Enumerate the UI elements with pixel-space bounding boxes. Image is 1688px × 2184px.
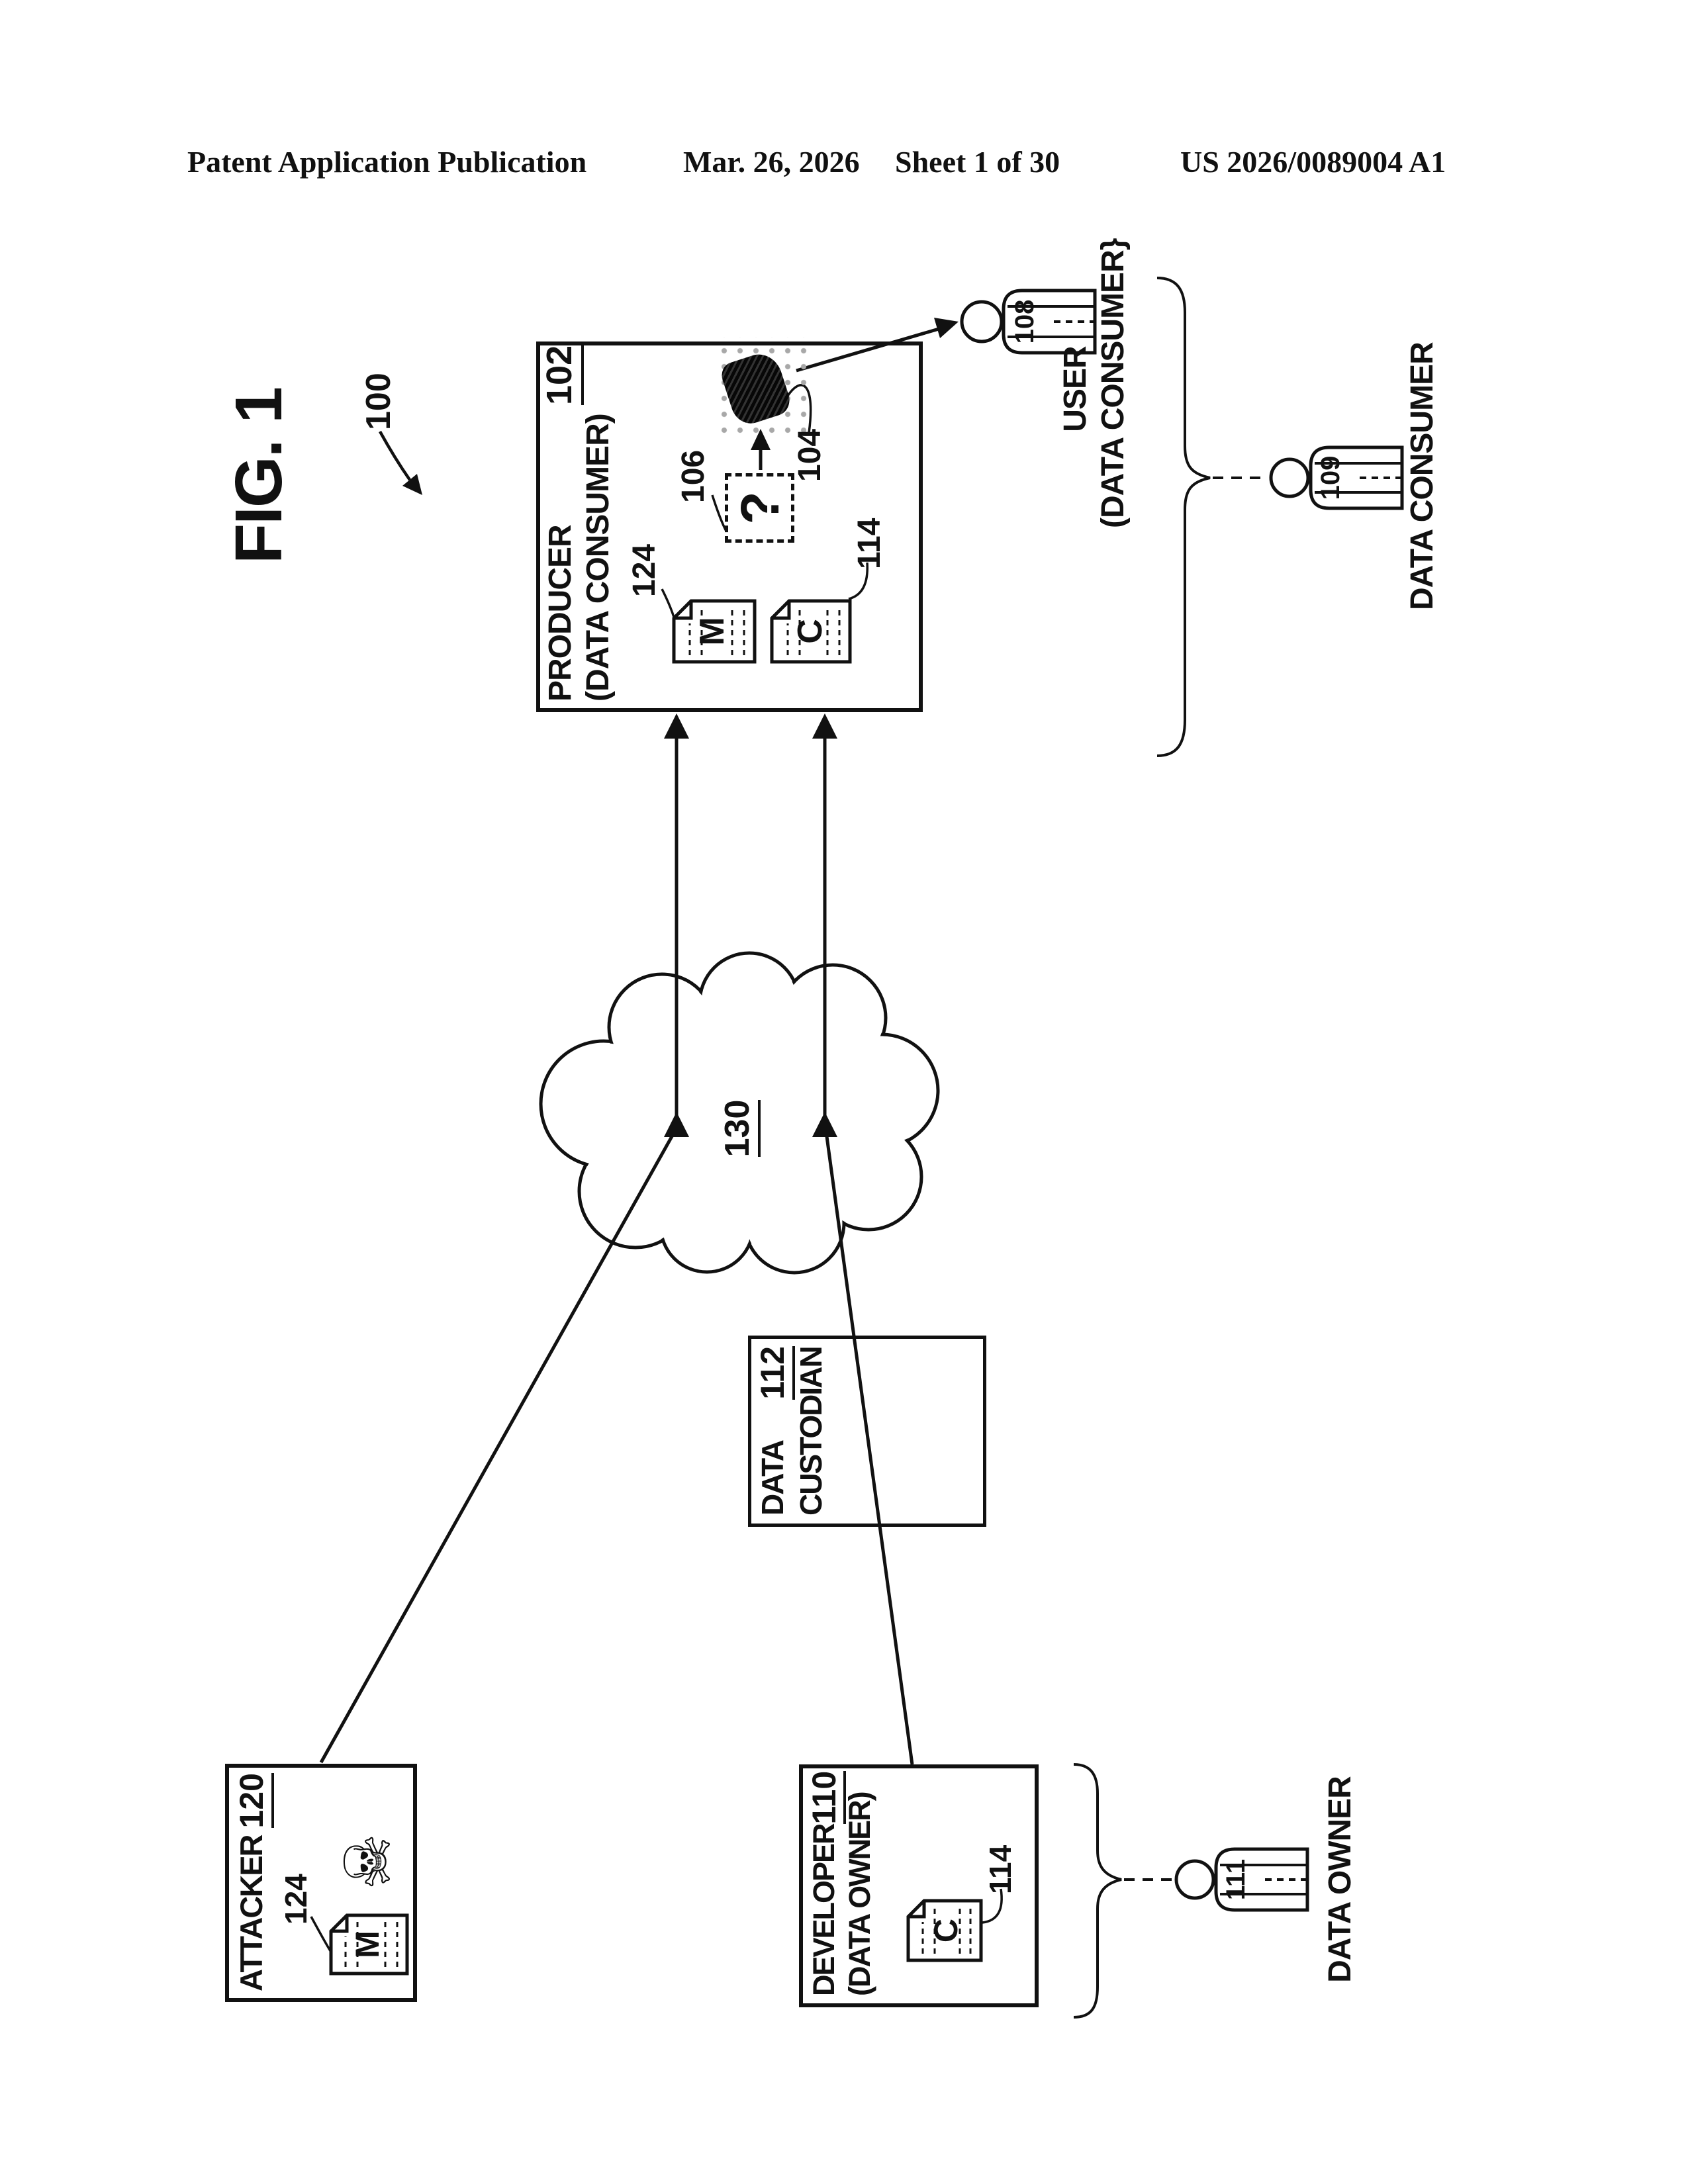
code-document-icon-developer	[906, 1899, 983, 1962]
ref-124-producer: 124	[627, 543, 662, 597]
figure-artwork	[310, 277, 1404, 2019]
data-owner-label: DATA OWNER	[1323, 1776, 1358, 1983]
custodian-title-row: DATA 112	[754, 1346, 795, 1516]
code-doc-letter-producer: C	[791, 619, 829, 644]
arrowhead-icon	[664, 1112, 689, 1137]
user-group-brace	[1156, 277, 1211, 757]
developer-to-cloud-line	[824, 1131, 914, 1765]
developer-group-brace	[1073, 1763, 1122, 2019]
user-person-icon	[960, 289, 1097, 355]
arrowhead-icon	[812, 1112, 837, 1137]
owner-person-ref-111: 111	[1221, 1858, 1250, 1901]
figure-ref-100: 100	[359, 373, 398, 430]
arrowhead-icon	[934, 318, 959, 338]
data-consumer-person-icon	[1269, 445, 1404, 510]
developer-title-row: DEVELOPER 110	[806, 1770, 846, 1996]
developer-subtitle: (DATA OWNER)	[843, 1792, 876, 1996]
connector-lines	[319, 326, 944, 1765]
custodian-title-line2: CUSTODIAN	[794, 1347, 828, 1516]
arrowhead-icon	[402, 474, 422, 495]
group-braces	[1073, 277, 1268, 2019]
question-mark: ?	[730, 491, 790, 525]
data-owner-person-icon	[1174, 1847, 1309, 1912]
code-doc-letter-developer: C	[927, 1918, 964, 1943]
arrowhead-icon	[812, 713, 837, 739]
arrowhead-icon	[751, 429, 771, 450]
malware-document-icon-attacker	[329, 1913, 409, 1976]
patent-number: US 2026/0089004 A1	[1180, 145, 1446, 179]
user-person-ref-108: 108	[1010, 299, 1039, 344]
output-to-user-arrow-line	[796, 326, 944, 373]
data-consumer-label: DATA CONSUMER	[1405, 342, 1440, 610]
figure-canvas: FIG. 1 100 PRODUCER (DATA CONSUMER) 102 …	[199, 199, 1523, 2052]
arrow-heads	[402, 318, 959, 1137]
leader-114-producer	[848, 562, 868, 600]
ref-124-attacker: 124	[279, 1874, 313, 1925]
cloud-icon	[539, 951, 940, 1275]
custodian-ref-112: 112	[754, 1346, 795, 1400]
model-doc-letter: M	[693, 617, 731, 646]
developer-ref-110: 110	[806, 1770, 846, 1825]
producer-ref-102: 102	[539, 345, 584, 405]
attacker-to-cloud-line	[319, 1130, 677, 1764]
skull-crossbones-icon: ☠	[331, 1833, 405, 1890]
publication-title: Patent Application Publication	[187, 145, 587, 179]
producer-title-line2: (DATA CONSUMER)	[581, 414, 616, 702]
producer-title: PRODUCER (DATA CONSUMER)	[541, 414, 617, 702]
ref-106: 106	[676, 449, 711, 503]
network-ref-130: 130	[718, 1092, 761, 1165]
publication-date: Mar. 26, 2026	[683, 145, 860, 179]
attacker-title: ATTACKER	[234, 1835, 269, 1991]
attacker-title-row: ATTACKER 120	[233, 1773, 274, 1991]
model-document-icon-producer	[672, 599, 757, 664]
user-label: USER (DATA CONSUMER}	[1056, 238, 1132, 528]
user-label-line2: (DATA CONSUMER}	[1096, 238, 1131, 528]
ref-100-arrow-line	[379, 430, 411, 481]
network-ref-text: 130	[718, 1099, 761, 1158]
code-document-icon-producer	[770, 599, 852, 664]
producer-title-line1: PRODUCER	[543, 525, 578, 702]
sheet-number: Sheet 1 of 30	[895, 145, 1060, 179]
developer-title: DEVELOPER	[807, 1824, 841, 1996]
ref-114-developer: 114	[983, 1844, 1017, 1894]
consumer-person-ref-109: 109	[1316, 455, 1345, 500]
ref-104: 104	[792, 428, 827, 482]
figure-title: FIG. 1	[222, 388, 296, 564]
page-header: Patent Application Publication Mar. 26, …	[0, 0, 1688, 212]
ref-114-producer: 114	[852, 518, 887, 569]
malware-doc-letter: M	[349, 1931, 386, 1958]
attacker-ref-120: 120	[233, 1773, 274, 1829]
leader-114-developer	[982, 1888, 1003, 1924]
user-label-line1: USER	[1058, 346, 1093, 432]
question-box: ?	[725, 473, 794, 543]
arrowhead-icon	[664, 713, 689, 739]
smudge-blob	[718, 348, 794, 429]
output-smudge-icon	[716, 338, 813, 438]
custodian-title-line1: DATA	[755, 1441, 790, 1516]
